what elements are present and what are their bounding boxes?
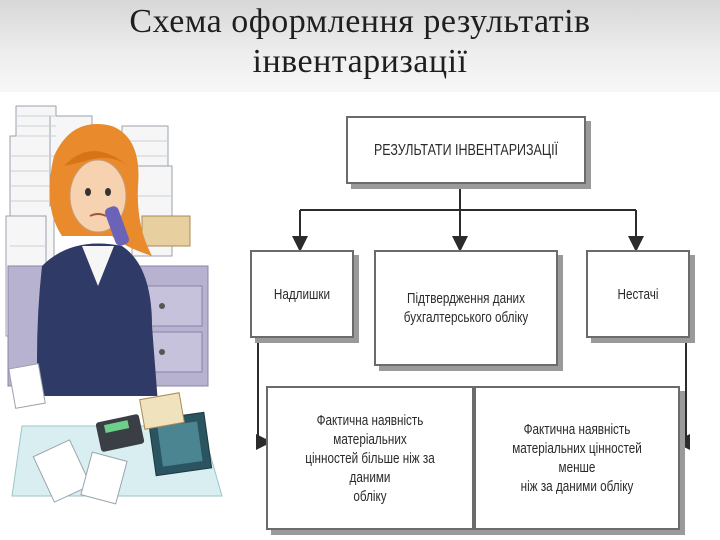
root-label: РЕЗУЛЬТАТИ ІНВЕНТАРИЗАЦІЇ [373,141,559,159]
slide-title: Схема оформлення результатів інвентариза… [0,2,720,82]
shortage-label: Нестачі [617,285,659,303]
slide-header: Схема оформлення результатів інвентариза… [0,0,720,92]
shortage-detail-line-3: ніж за даними обліку [520,478,634,495]
surplus-detail-line-3: обліку [353,487,387,505]
slide-title-line-1: Схема оформлення результатів [129,3,591,40]
root-box: РЕЗУЛЬТАТИ ІНВЕНТАРИЗАЦІЇ [346,116,586,184]
surplus-box: Надлишки [250,250,354,338]
slide-title-line-2: інвентаризації [252,43,468,80]
shortage-detail-line-1: Фактична наявність [523,421,631,438]
confirmation-label-line-2: бухгалтерського обліку [403,309,529,326]
shortage-box: Нестачі [586,250,690,338]
shortage-detail-box: Фактична наявність матеріальних цінносте… [474,386,680,530]
diagram-connectors [256,184,690,450]
surplus-detail-line-1: Фактична наявність матеріальних [316,411,424,448]
surplus-detail-box: Фактична наявність матеріальних цінносте… [266,386,474,530]
shortage-detail-line-2: матеріальних цінностей менше [512,440,642,476]
inventory-results-diagram: РЕЗУЛЬТАТИ ІНВЕНТАРИЗАЦІЇ Надлишки Підтв… [240,100,718,538]
confirmation-box: Підтвердження даних бухгалтерського облі… [374,250,558,366]
confirmation-label-line-1: Підтвердження даних [407,290,525,307]
surplus-detail-line-2: цінностей більше ніж за даними [305,449,435,486]
connector-surplus-to-detail [256,336,272,450]
surplus-label: Надлишки [273,285,331,303]
connector-shortage-to-detail [674,336,690,450]
accountant-illustration [2,105,234,536]
calculator [95,414,145,452]
